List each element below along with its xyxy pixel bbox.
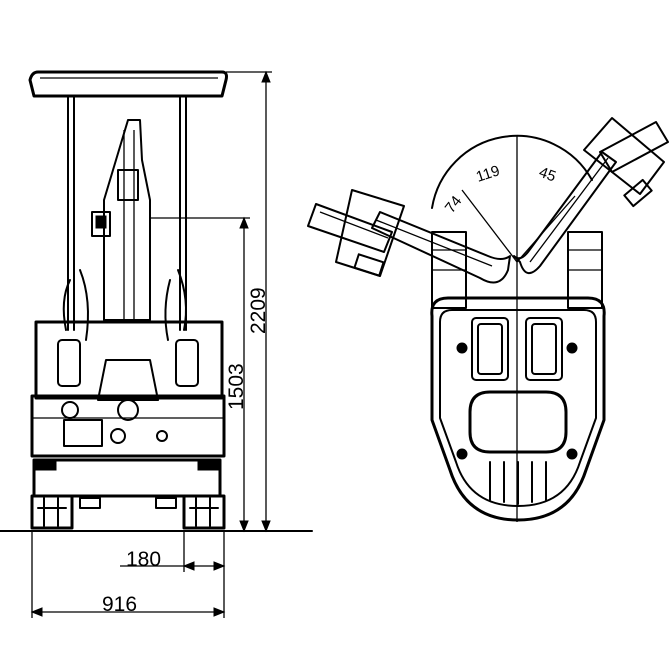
dim-track-width xyxy=(120,531,226,572)
dim-overall-width xyxy=(30,531,226,618)
dim-overall-height xyxy=(226,70,272,533)
undercarriage xyxy=(32,458,222,498)
dim-overall-width-label: 916 xyxy=(102,593,137,616)
center-hitch xyxy=(61,359,168,447)
canopy-posts xyxy=(67,95,187,331)
upper-body xyxy=(30,320,226,458)
top-boom-left xyxy=(307,189,511,284)
control-lever xyxy=(91,211,111,237)
canopy-roof xyxy=(28,70,228,98)
top-ribs xyxy=(489,461,547,505)
top-seat xyxy=(471,317,563,381)
hoses xyxy=(57,269,199,387)
angle-left-small-label: 74 xyxy=(442,193,466,217)
swing-arc xyxy=(431,134,593,209)
left-track xyxy=(30,494,74,530)
boom xyxy=(103,119,151,321)
angle-right-label: 45 xyxy=(537,164,558,186)
roller-left xyxy=(79,497,101,509)
dim-cab-height xyxy=(150,216,250,533)
dim-track-width-label: 180 xyxy=(126,548,161,571)
top-boom-right xyxy=(513,117,669,274)
top-view: 74 119 45 xyxy=(307,117,669,522)
top-hood xyxy=(468,390,568,454)
front-view xyxy=(28,70,228,530)
dim-overall-height-label: 2209 xyxy=(247,287,270,334)
top-house xyxy=(430,296,606,522)
roller-right xyxy=(155,497,177,509)
right-track xyxy=(182,494,226,530)
dim-cab-height-label: 1503 xyxy=(225,363,248,410)
top-bolts xyxy=(456,342,578,460)
top-tracks xyxy=(431,231,603,309)
lever-knob xyxy=(95,215,107,229)
angle-left-large-label: 119 xyxy=(474,162,502,186)
